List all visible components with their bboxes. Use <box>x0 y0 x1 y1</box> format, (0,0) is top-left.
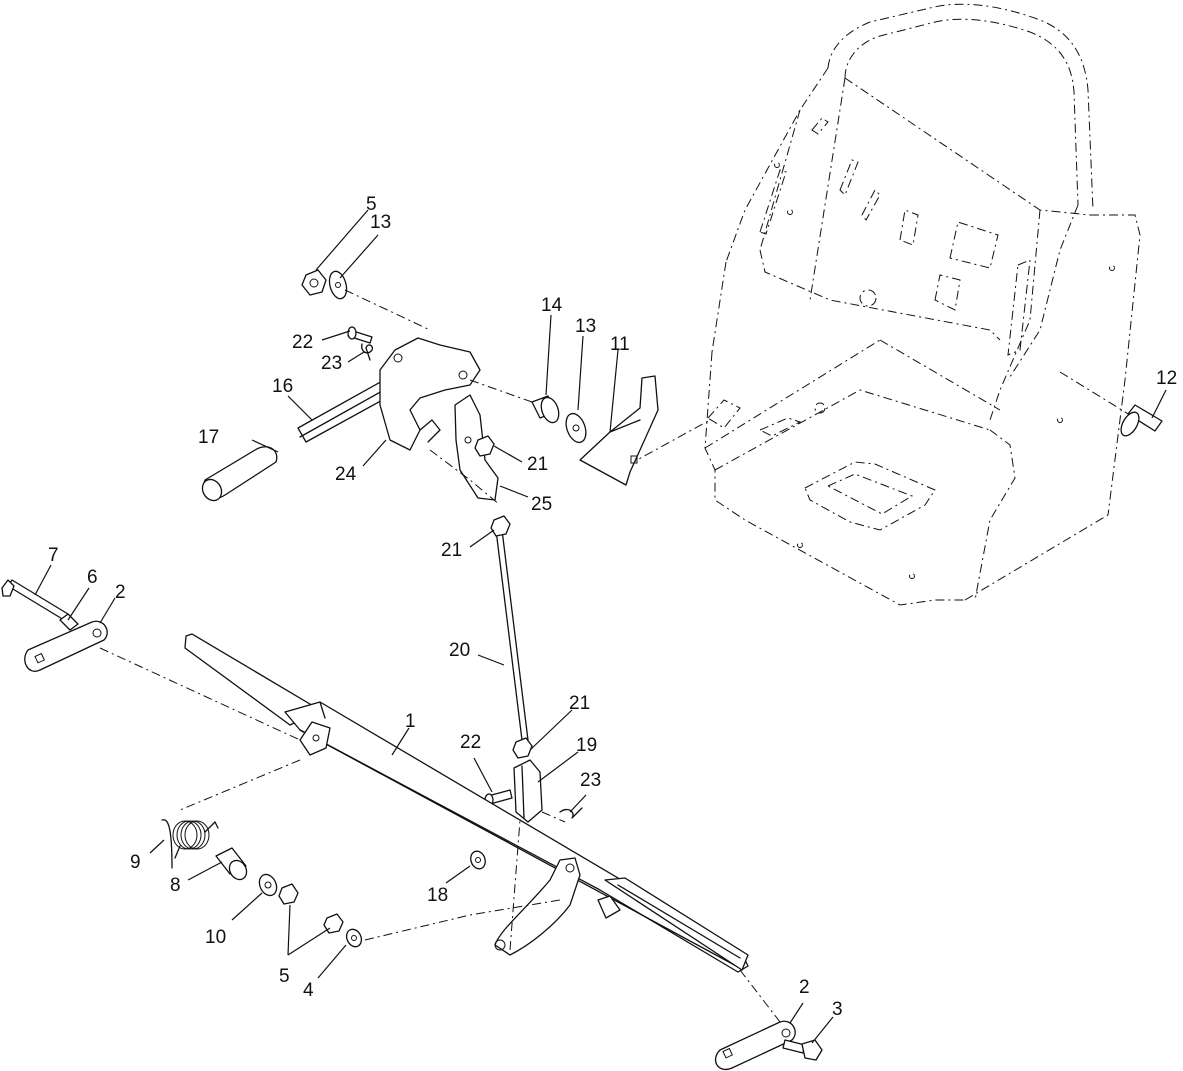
clip-23-top <box>361 343 374 361</box>
bracket-11 <box>579 375 659 486</box>
callout-3: 3 <box>832 999 843 1020</box>
quadrant-bracket <box>364 819 581 956</box>
bracket-24 <box>379 337 481 451</box>
callout-21-low: 21 <box>569 693 590 714</box>
rod-20 <box>490 515 533 759</box>
washer-13-mid <box>565 412 587 444</box>
callout-17: 17 <box>198 427 219 448</box>
leader-lines <box>34 209 1167 1044</box>
callout-23-low: 23 <box>580 770 601 791</box>
washer-10 <box>258 873 278 897</box>
bracket-left-mount <box>179 721 331 811</box>
clip-23-low <box>559 807 583 819</box>
callout-9: 9 <box>130 852 141 873</box>
callout-2-left: 2 <box>115 582 126 603</box>
callout-12: 12 <box>1156 368 1177 389</box>
callout-23-top: 23 <box>321 353 342 374</box>
callout-11: 11 <box>610 334 630 355</box>
washer-18 <box>470 850 486 870</box>
callout-19: 19 <box>576 735 597 756</box>
callout-5-top: 5 <box>366 194 377 215</box>
callout-1: 1 <box>405 711 416 732</box>
nut-5-top <box>301 269 327 296</box>
callout-16: 16 <box>272 376 293 397</box>
callout-18: 18 <box>427 885 448 906</box>
washer-4 <box>345 928 363 948</box>
callout-21-top: 21 <box>527 454 548 475</box>
callout-22-low: 22 <box>460 732 481 753</box>
callout-6: 6 <box>87 567 98 588</box>
callout-13-mid: 13 <box>575 316 596 337</box>
clevis-19 <box>513 759 543 823</box>
callout-10: 10 <box>205 927 226 948</box>
link-2-left <box>24 620 301 741</box>
callout-14: 14 <box>541 295 563 316</box>
nut-21-top <box>474 435 495 457</box>
callout-25: 25 <box>531 494 552 515</box>
nut-5-low-a <box>278 883 299 905</box>
callout-8: 8 <box>170 875 181 896</box>
washer-13-top <box>328 270 348 300</box>
callout-13-top: 13 <box>370 212 391 233</box>
spacer-8 <box>215 847 248 881</box>
callout-20: 20 <box>449 640 470 661</box>
callout-24: 24 <box>335 464 357 485</box>
callout-labels: 5 13 22 23 16 17 24 14 13 11 21 25 21 12… <box>48 194 1177 1020</box>
callout-22-top: 22 <box>292 332 313 353</box>
pin-12 <box>1120 404 1163 437</box>
spring-9 <box>161 819 219 869</box>
bushing-14 <box>531 395 560 424</box>
bolt-7 <box>1 579 69 621</box>
callout-2-right: 2 <box>799 977 810 998</box>
grip-17 <box>201 446 278 502</box>
pin-22-top <box>347 326 373 344</box>
callout-5-low: 5 <box>279 966 290 987</box>
shaft-1 <box>184 633 749 973</box>
spacer-6 <box>59 613 79 631</box>
callout-21-mid: 21 <box>441 540 462 561</box>
link-2-right <box>715 969 796 1071</box>
callout-7: 7 <box>48 545 59 566</box>
seat-frame <box>627 3 1141 606</box>
bolt-3 <box>782 1039 823 1061</box>
callout-4: 4 <box>303 980 314 1001</box>
